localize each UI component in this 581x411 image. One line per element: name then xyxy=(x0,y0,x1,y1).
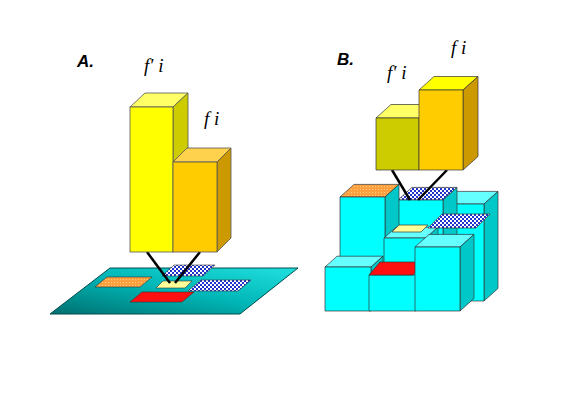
cube-face xyxy=(369,275,416,311)
bar-label: f i xyxy=(204,108,219,130)
cube-face xyxy=(415,247,460,311)
projection-line xyxy=(392,170,410,200)
cube-face xyxy=(419,90,463,170)
cube-face xyxy=(376,118,419,170)
cube-face xyxy=(392,225,428,232)
cube-face xyxy=(484,191,498,301)
cube-face xyxy=(460,234,474,311)
panel-letter: A. xyxy=(77,52,94,72)
panel-b xyxy=(325,77,498,312)
cube-face xyxy=(325,267,371,311)
projection-line xyxy=(418,170,447,200)
cube-face xyxy=(463,77,478,171)
panel-letter: B. xyxy=(337,50,354,70)
bar-label: f i xyxy=(451,37,466,59)
bar-label: f′ i xyxy=(387,62,406,84)
panel-a xyxy=(50,93,298,314)
cube-face xyxy=(428,214,490,228)
bar-label: f′ i xyxy=(144,55,163,77)
